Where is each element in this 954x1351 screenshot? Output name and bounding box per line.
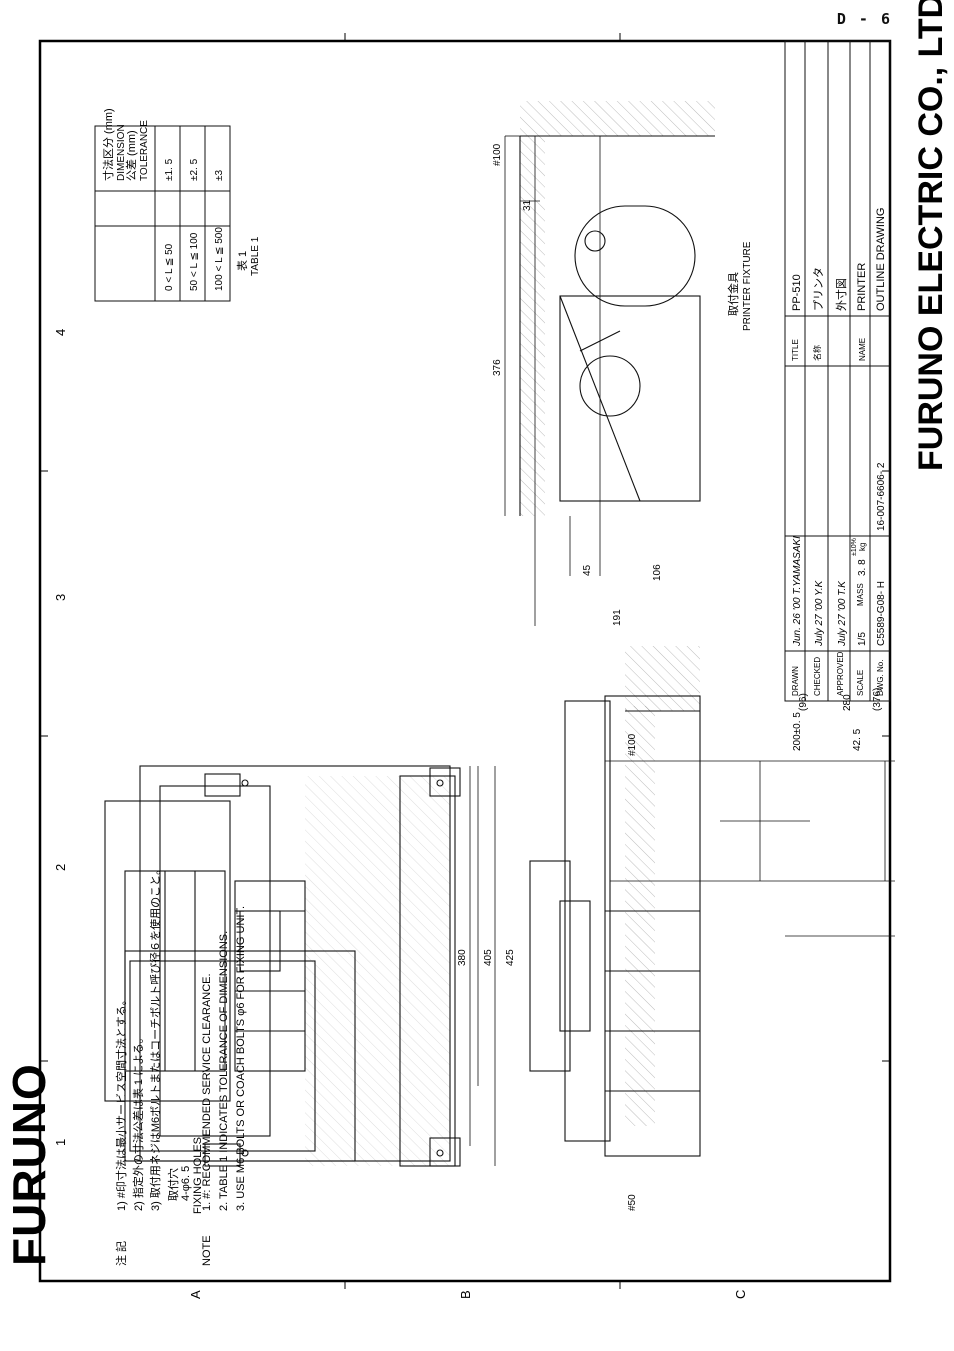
- fixture-jp: 取付金具: [726, 272, 740, 316]
- tb-scale-value: 1/5: [857, 632, 868, 646]
- fixing-en: FIXING HOLES: [192, 1137, 204, 1214]
- tb-dwg-value: C5589-G08- H: [876, 581, 887, 646]
- side-view-dims: [504, 135, 601, 626]
- dim-376-paren: (376): [872, 688, 883, 711]
- dim-280: 280: [842, 694, 853, 711]
- tol-header-tol-en: TOLERANCE: [139, 120, 150, 181]
- fixing-spec: 4-φ6. 5: [180, 1166, 192, 1201]
- notes-en-1: 1. #: RECOMMENDED SERVICE CLEARANCE.: [201, 973, 213, 1211]
- tol-val-3: ±3: [214, 170, 225, 181]
- grid-col-2: 2: [53, 864, 68, 871]
- tol-header-en: DIMENSION: [116, 124, 127, 181]
- top-view: [104, 765, 461, 1167]
- tol-header-tol-jp: 公差 (mm): [124, 130, 138, 181]
- tb-name-value2: OUTLINE DRAWING: [875, 208, 887, 312]
- dim-425: 425: [505, 949, 516, 966]
- tb-scale-label: SCALE: [856, 670, 865, 696]
- front-dim-50: #50: [627, 1194, 638, 1211]
- tb-name-jp-label: 名称: [812, 345, 822, 361]
- tol-caption-en: TABLE 1: [250, 236, 261, 276]
- tb-mass-value: 3. 8: [857, 559, 868, 576]
- notes-jp-label: 注 記: [114, 1241, 128, 1266]
- tol-range-2: 50 < L ≦ 100: [189, 232, 200, 291]
- side-dim-376: 376: [492, 359, 503, 376]
- side-dim-31: 31: [522, 199, 533, 211]
- tb-checked-value: July 27 '00 Y.K: [814, 579, 825, 647]
- notes-en-3: 3. USE M6 BOLTS OR COACH BOLTS φ6 FOR FI…: [235, 906, 247, 1211]
- side-dim-45: 45: [582, 564, 593, 576]
- dim-405: 405: [483, 949, 494, 966]
- fixture-en: PRINTER FIXTURE: [742, 241, 753, 331]
- tb-dwg-value2: 16-007-6606- 2: [876, 462, 887, 531]
- tb-drawn-value: Jun. 26 '00 T.YAMASAKI: [792, 536, 803, 647]
- title-block: [784, 40, 891, 702]
- tol-range-1: 0 < L ≦ 50: [164, 243, 175, 291]
- grid-ticks: [40, 33, 890, 1289]
- company-name: FURUNO ELECTRIC CO., LTD.: [912, 0, 950, 471]
- tb-name-jp-value: プリンタ: [812, 267, 825, 311]
- tb-dwg-label: DWG. No.: [876, 660, 885, 696]
- front-view: [529, 646, 701, 1157]
- tol-val-2: ±2. 5: [189, 158, 200, 181]
- grid-col-3: 3: [53, 594, 68, 601]
- dim-42-5: 42. 5: [852, 728, 863, 751]
- tb-title-label: TITLE: [791, 339, 800, 361]
- notes-jp-1: 1) #印寸法は最小サービス空間寸法とする。: [114, 994, 128, 1211]
- tb-name-label: NAME: [858, 338, 867, 361]
- dim-96-paren: (96): [798, 693, 809, 711]
- side-dim-106: 106: [652, 564, 663, 581]
- notes-jp-2: 2) 指定外の寸法公差は表 1 による。: [131, 1032, 145, 1211]
- tb-checked-label: CHECKED: [813, 657, 822, 696]
- front-dim-100: #100: [627, 733, 638, 756]
- grid-row-c: C: [733, 1290, 748, 1299]
- side-dim-191: 191: [612, 609, 623, 626]
- tolerance-table: [94, 125, 231, 302]
- tb-mass-tol: ±10%: [851, 538, 858, 556]
- grid-col-1: 1: [53, 1139, 68, 1146]
- top-view-dims: [469, 760, 895, 1166]
- fixing-jp: 取付穴: [166, 1168, 180, 1201]
- tol-caption-jp: 表 1: [235, 251, 249, 271]
- tol-val-1: ±1. 5: [164, 158, 175, 181]
- grid-row-b: B: [458, 1290, 473, 1299]
- grid-col-4: 4: [53, 329, 68, 336]
- tb-drawn-label: DRAWN: [791, 666, 800, 696]
- tb-name-jp-value2: 外寸図: [834, 278, 848, 311]
- tb-approved-value: July 27 '00 T.K: [837, 580, 848, 647]
- notes-block: 注 記 1) #印寸法は最小サービス空間寸法とする。 2) 指定外の寸法公差は表…: [114, 864, 247, 1266]
- grid-row-a: A: [188, 1290, 203, 1299]
- tb-mass-unit: kg: [858, 543, 867, 551]
- tb-name-value: PRINTER: [856, 263, 868, 311]
- dim-380: 380: [457, 949, 468, 966]
- side-view: [519, 101, 715, 516]
- brand-logo: FURUNO: [3, 1063, 55, 1266]
- tb-title-value: PP-510: [791, 274, 803, 311]
- tol-header-jp: 寸法区分 (mm): [101, 108, 115, 181]
- side-dim-100: #100: [492, 143, 503, 166]
- tol-range-3: 100 < L ≦ 500: [214, 227, 225, 291]
- tb-approved-label: APPROVED: [836, 651, 845, 696]
- notes-en-label: NOTE: [201, 1235, 213, 1266]
- tb-mass-label: MASS: [856, 583, 865, 606]
- border-frame: [38, 39, 892, 1283]
- dim-200: 200±0. 5: [792, 712, 803, 751]
- page-code: D - 6: [836, 10, 892, 28]
